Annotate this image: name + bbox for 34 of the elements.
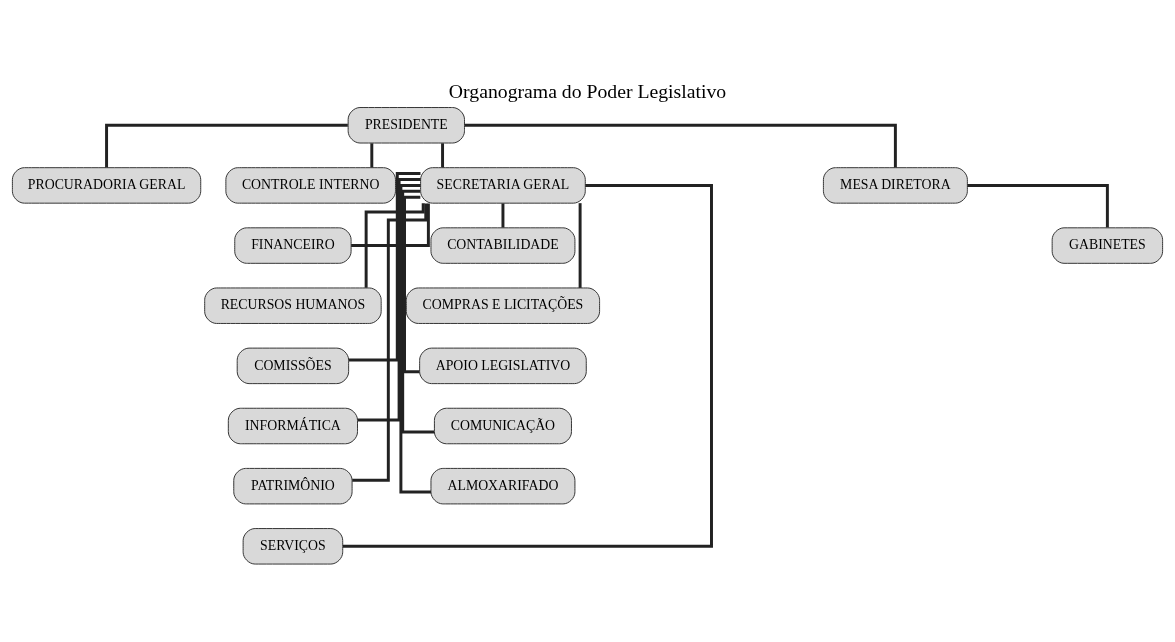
node-box: FINANCEIRO [234,227,352,264]
connector [370,143,374,168]
node-box: SERVIÇOS [242,528,344,565]
connector [578,203,582,288]
node-box: CONTABILIDADE [430,227,576,264]
node-box: CONTROLE INTERNO [225,167,396,204]
node-box: PATRIMÔNIO [233,467,353,505]
node-box: RECURSOS HUMANOS [204,287,382,324]
connector [464,123,897,168]
connector [364,203,425,288]
connector [357,178,421,422]
connector [401,189,435,434]
connector [441,143,445,168]
connector [351,203,430,248]
connector [399,183,431,494]
node-box: INFORMÁTICA [227,407,358,445]
node-box: PROCURADORIA GERAL [11,167,202,204]
connector [348,172,421,362]
node-box: COMUNICAÇÃO [433,407,572,445]
connector [967,183,1109,228]
node-box: COMISSÕES [236,347,350,385]
node-box: ALMOXARIFADO [430,467,576,505]
node-box: COMPRAS E LICITAÇÕES [405,287,601,324]
node-box: SECRETARIA GERAL [420,167,586,204]
node-box: GABINETES [1051,227,1164,264]
connector [352,203,428,482]
connector [403,195,421,374]
node-box: PRESIDENTE [347,107,465,144]
connector [105,123,348,168]
node-box: APOIO LEGISLATIVO [419,347,587,385]
connector [343,183,713,548]
connector [501,203,505,228]
node-box: MESA DIRETORA [822,167,968,204]
diagram-title: Organograma do Poder Legislativo [448,79,727,102]
